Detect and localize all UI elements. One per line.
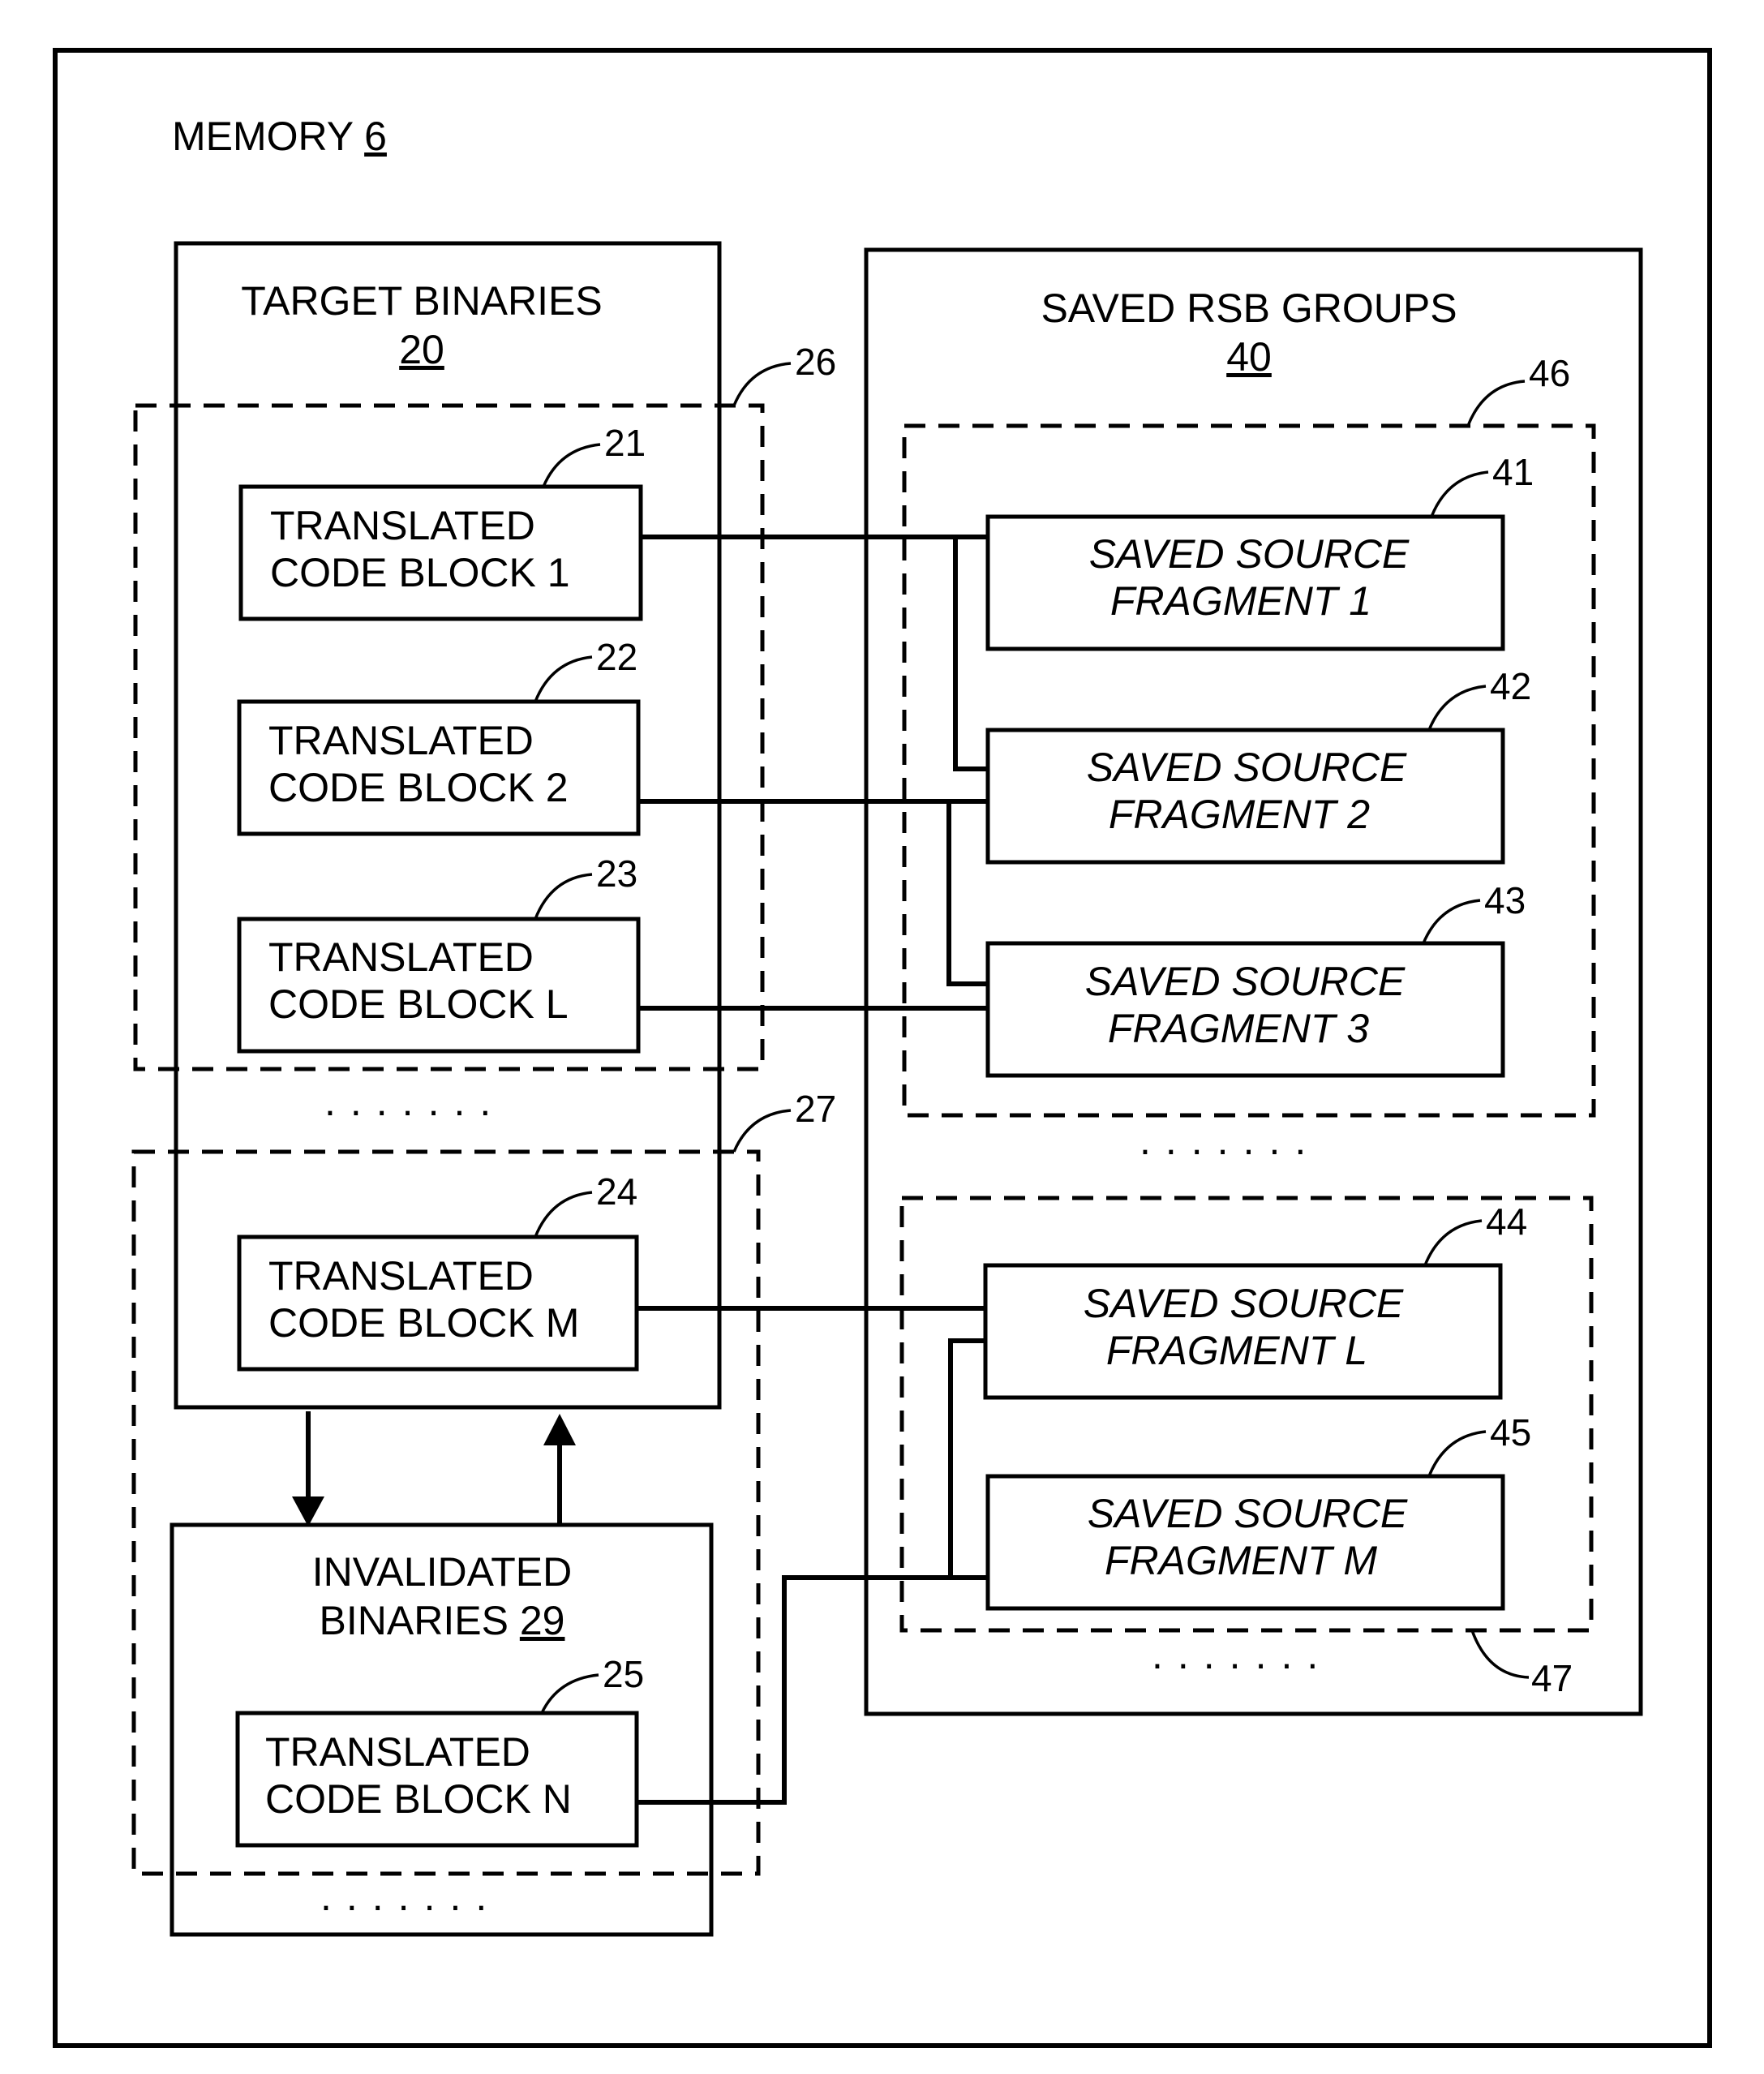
- source-fragment-1-line2: FRAGMENT 1: [1110, 578, 1371, 624]
- source-fragment-L-line2: FRAGMENT L: [1106, 1328, 1367, 1373]
- source-fragment-3-ref: 43: [1484, 879, 1526, 921]
- code-block-1-line2: CODE BLOCK 1: [270, 550, 570, 595]
- memory-label: MEMORY 6: [172, 114, 387, 159]
- target-binaries-label: TARGET BINARIES: [241, 278, 602, 324]
- source-fragment-2-line2: FRAGMENT 2: [1109, 792, 1370, 837]
- code-block-L-line2: CODE BLOCK L: [268, 981, 569, 1027]
- code-block-2-line1: TRANSLATED: [268, 718, 534, 763]
- saved-rsb-groups-ref: 40: [1226, 334, 1272, 380]
- source-fragment-3-line1: SAVED SOURCE: [1085, 959, 1406, 1004]
- group-46-ref: 46: [1529, 352, 1570, 394]
- code-block-2-ref: 22: [596, 636, 637, 678]
- source-fragment-1-line1: SAVED SOURCE: [1089, 531, 1410, 577]
- invalidated-binaries-label-1: INVALIDATED: [312, 1549, 572, 1595]
- source-fragment-3-line2: FRAGMENT 3: [1108, 1006, 1369, 1051]
- code-block-M-line1: TRANSLATED: [268, 1253, 534, 1299]
- code-block-M-line2: CODE BLOCK M: [268, 1300, 579, 1346]
- invalidated-binaries-label-2: BINARIES 29: [320, 1598, 565, 1643]
- source-fragment-L-line1: SAVED SOURCE: [1084, 1281, 1404, 1326]
- target-binaries-ref: 20: [399, 327, 444, 372]
- code-block-N-line2: CODE BLOCK N: [265, 1776, 572, 1822]
- source-fragment-2-line1: SAVED SOURCE: [1087, 745, 1407, 790]
- group-26-leader: [734, 363, 791, 406]
- source-fragment-L-ref: 44: [1486, 1200, 1527, 1243]
- ellipsis-target-binaries: .......: [324, 1079, 505, 1124]
- code-block-L-line1: TRANSLATED: [268, 934, 534, 980]
- group-27-ref: 27: [795, 1088, 836, 1130]
- source-fragment-M-ref: 45: [1490, 1411, 1531, 1454]
- code-block-N-line1: TRANSLATED: [265, 1729, 530, 1775]
- group-26-ref: 26: [795, 341, 836, 383]
- ellipsis-invalidated-binaries: .......: [320, 1874, 501, 1919]
- group-47-ref: 47: [1531, 1657, 1573, 1699]
- source-fragment-M-line1: SAVED SOURCE: [1088, 1491, 1408, 1536]
- restore-arrow-head: [543, 1414, 576, 1445]
- code-block-1-line1: TRANSLATED: [270, 503, 535, 548]
- invalidate-arrow-head: [292, 1496, 324, 1527]
- source-fragment-M-line2: FRAGMENT M: [1105, 1538, 1377, 1583]
- source-fragment-2-ref: 42: [1490, 665, 1531, 707]
- code-block-1-ref: 21: [604, 422, 646, 464]
- code-block-N-ref: 25: [603, 1653, 644, 1695]
- ellipsis-saved-groups-1: .......: [1140, 1118, 1320, 1163]
- ellipsis-saved-groups-2: .......: [1152, 1632, 1333, 1677]
- saved-rsb-groups-label: SAVED RSB GROUPS: [1041, 286, 1457, 331]
- source-fragment-1-ref: 41: [1492, 451, 1534, 493]
- code-block-M-ref: 24: [596, 1170, 637, 1213]
- group-27-leader: [734, 1110, 791, 1152]
- code-block-2-line2: CODE BLOCK 2: [268, 765, 569, 810]
- code-block-L-ref: 23: [596, 852, 637, 895]
